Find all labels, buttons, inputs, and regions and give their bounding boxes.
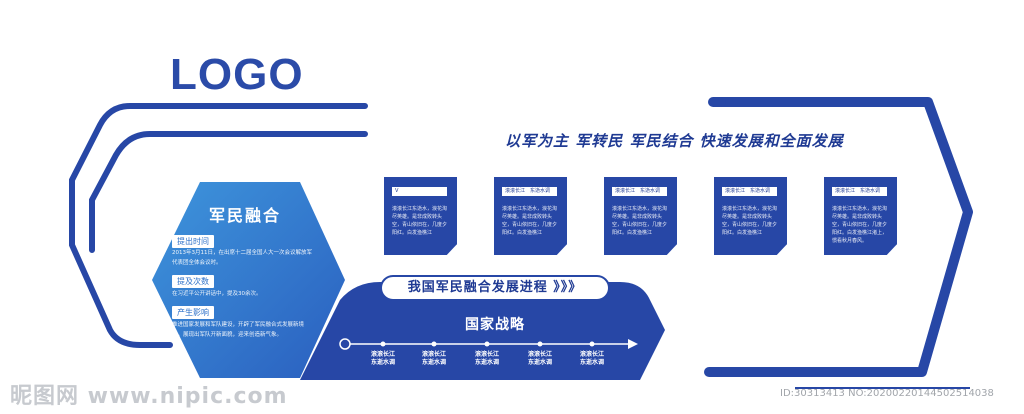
timeline-node — [380, 341, 386, 347]
card-tag: 滚滚长江 东逝水调 — [502, 187, 557, 196]
process-title: 我国军民融合发展进程 — [407, 280, 548, 295]
timeline-label-line: 东逝水调 — [527, 359, 552, 366]
timeline-label-line: 东逝水调 — [579, 359, 604, 366]
card-text: 滚滚长江东逝水，浪花淘尽英雄。是非成败转头空，青山依旧在，几度夕阳红。白发渔樵江 — [612, 206, 668, 236]
info-card: 滚滚长江 东逝水调 滚滚长江东逝水，浪花淘尽英雄。是非成败转头空，青山依旧在，几… — [714, 177, 787, 255]
timeline-node — [431, 341, 437, 347]
card-text: 滚滚长江东逝水，浪花淘尽英雄。是非成败转头空，青山依旧在，几度夕阳红。白发渔樵江 — [392, 206, 448, 236]
timeline-label-line: 滚滚长江 — [474, 351, 499, 358]
timeline-node — [537, 341, 543, 347]
timeline-label-line: 滚滚长江 — [421, 351, 446, 358]
info-card: 滚滚长江 东逝水调 滚滚长江东逝水，浪花淘尽英雄。是非成败转头空，青山依旧在，几… — [604, 177, 677, 255]
panel-title: 军民融合 — [208, 206, 281, 225]
left-frame-inner — [89, 131, 368, 253]
section-tag-impact: 产生影响 — [172, 306, 214, 319]
info-card: 滚滚长江 东逝水调 滚滚长江东逝水，浪花淘尽英雄。是非成败转头空，青山依旧在，几… — [494, 177, 567, 255]
card-tag: V — [392, 187, 447, 196]
timeline-label-line: 东逝水调 — [421, 359, 446, 366]
process-title-pill: 我国军民融合发展进程 》》》 — [380, 275, 610, 301]
timeline-label: 滚滚长江 东逝水调 — [567, 351, 617, 367]
timeline-label-line: 滚滚长江 — [527, 351, 552, 358]
hex-panel-shape — [152, 182, 345, 378]
left-frame-outer — [69, 103, 368, 348]
timeline-label: 滚滚长江 东逝水调 — [358, 351, 408, 367]
card-text: 滚滚长江东逝水，浪花淘尽英雄。是非成败转头空，青山依旧在，几度夕阳红。白发渔樵江… — [832, 206, 888, 244]
slogan: 以军为主 军转民 军民结合 快速发展和全面发展 — [505, 132, 844, 150]
process-subtitle: 国家战略 — [465, 317, 525, 333]
timeline-label-line: 东逝水调 — [370, 359, 395, 366]
card-tag: 滚滚长江 东逝水调 — [722, 187, 777, 196]
card-text: 滚滚长江东逝水，浪花淘尽英雄。是非成败转头空，青山依旧在，几度夕阳红。白发渔樵江 — [722, 206, 778, 236]
chevron-right-icon: 》》》 — [553, 280, 583, 295]
right-frame — [712, 97, 973, 377]
section-tag-count: 提及次数 — [172, 275, 214, 288]
logo-text: LOGO — [170, 50, 304, 99]
section-text-time: 2013年3月11日，在出席十二届全国人大一次会议解放军代表团全体会议时。 — [172, 250, 312, 266]
timeline-arrow-icon — [628, 339, 638, 349]
info-card: V 滚滚长江东逝水，浪花淘尽英雄。是非成败转头空，青山依旧在，几度夕阳红。白发渔… — [384, 177, 457, 255]
process-area — [300, 282, 665, 380]
timeline-label: 滚滚长江 东逝水调 — [409, 351, 459, 367]
timeline-start-node — [339, 338, 351, 350]
timeline-label: 滚滚长江 东逝水调 — [462, 351, 512, 367]
card-tag: 滚滚长江 东逝水调 — [612, 187, 667, 196]
section-text-impact: 推进国家发展和军队建设，开辟了军民融合式发展新境界，展现出军队开新面貌，迎来创造… — [172, 322, 305, 338]
timeline-label-line: 滚滚长江 — [370, 351, 395, 358]
timeline-label: 滚滚长江 东逝水调 — [515, 351, 565, 367]
timeline-label-line: 滚滚长江 — [579, 351, 604, 358]
section-tag-time: 提出时间 — [172, 235, 214, 248]
timeline-label-line: 东逝水调 — [474, 359, 499, 366]
card-tag: 滚滚长江 东逝水调 — [832, 187, 887, 196]
timeline-node — [589, 341, 595, 347]
card-text: 滚滚长江东逝水，浪花淘尽英雄。是非成败转头空，青山依旧在，几度夕阳红。白发渔樵江 — [502, 206, 558, 236]
section-text-count: 在习近平公开讲话中，提及30余次。 — [172, 291, 262, 297]
watermark-left: 昵图网 www.nipic.com — [10, 384, 288, 409]
timeline-node — [484, 341, 490, 347]
info-card: 滚滚长江 东逝水调 滚滚长江东逝水，浪花淘尽英雄。是非成败转头空，青山依旧在，几… — [824, 177, 897, 255]
watermark-right: ID:30313413 NO:20200220144502514038 — [780, 388, 994, 399]
